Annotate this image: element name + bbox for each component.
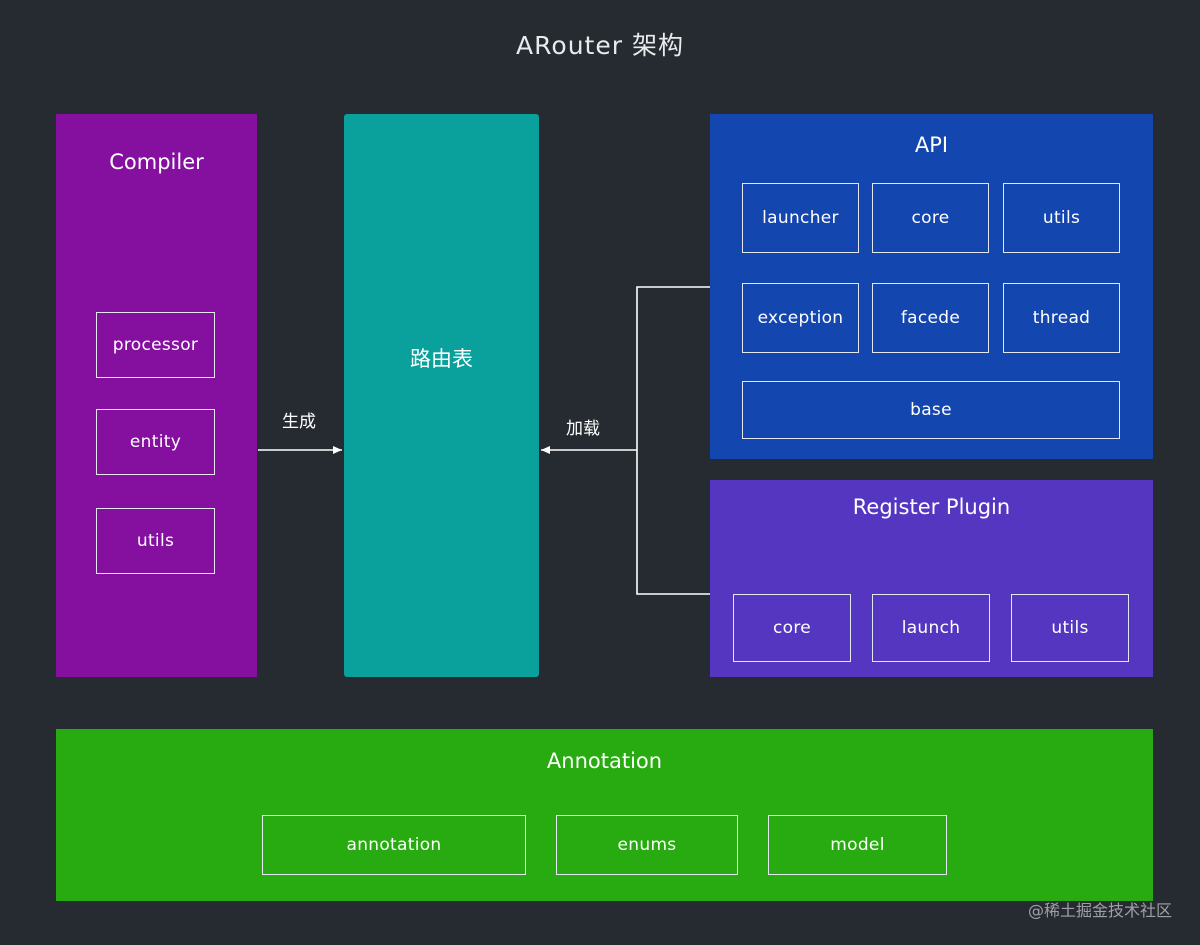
register-plugin-label: Register Plugin bbox=[852, 495, 1011, 519]
api-item-thread: thread bbox=[1003, 283, 1120, 353]
route-table-label: 路由表 bbox=[410, 347, 473, 371]
api-item-utils: utils bbox=[1003, 183, 1120, 253]
api-item-launcher: launcher bbox=[742, 183, 859, 253]
annotation-item-enums: enums bbox=[556, 815, 738, 875]
api-label: API bbox=[914, 133, 949, 157]
api-item-facede: facede bbox=[872, 283, 989, 353]
generate-edge-label: 生成 bbox=[282, 412, 316, 432]
api-item-exception: exception bbox=[742, 283, 859, 353]
route-table-module: 路由表 bbox=[344, 114, 539, 677]
annotation-module: Annotation annotation enums model bbox=[56, 729, 1153, 901]
compiler-label: Compiler bbox=[109, 150, 204, 174]
compiler-item-entity: entity bbox=[96, 409, 215, 475]
annotation-label: Annotation bbox=[546, 749, 663, 773]
plugin-item-core: core bbox=[733, 594, 851, 662]
plugin-item-utils: utils bbox=[1011, 594, 1129, 662]
plugin-item-launch: launch bbox=[872, 594, 990, 662]
load-edge-label: 加载 bbox=[566, 419, 600, 439]
annotation-item-model: model bbox=[768, 815, 947, 875]
watermark: @稀土掘金技术社区 bbox=[1027, 901, 1172, 920]
annotation-item-annotation: annotation bbox=[262, 815, 526, 875]
api-item-core: core bbox=[872, 183, 989, 253]
compiler-item-processor: processor bbox=[96, 312, 215, 378]
compiler-item-utils: utils bbox=[96, 508, 215, 574]
load-bracket bbox=[636, 286, 710, 595]
diagram-title: ARouter 架构 bbox=[516, 31, 684, 60]
api-module: API launcher core utils exception facede… bbox=[710, 114, 1153, 459]
compiler-module: Compiler processor entity utils bbox=[56, 114, 257, 677]
api-item-base: base bbox=[742, 381, 1120, 439]
register-plugin-module: Register Plugin core launch utils bbox=[710, 480, 1153, 677]
